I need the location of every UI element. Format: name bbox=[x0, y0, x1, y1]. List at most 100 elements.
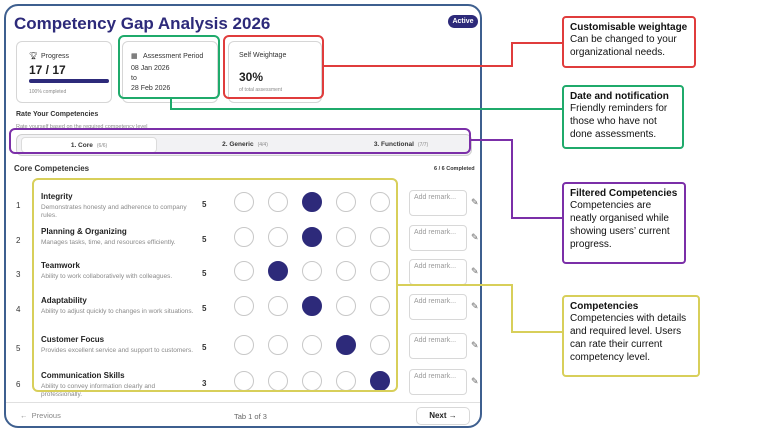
assessment-period-card: ▦ Assessment Period 08 Jan 2026 to 28 Feb… bbox=[122, 41, 218, 103]
required-level: 5 bbox=[202, 269, 207, 278]
callout-date: Date and notification Friendly reminders… bbox=[562, 85, 684, 149]
remark-input[interactable] bbox=[409, 369, 467, 395]
row-number: 1 bbox=[16, 201, 21, 210]
competency-name: Customer Focus bbox=[41, 335, 105, 344]
callout-competencies: Competencies Competencies with details a… bbox=[562, 295, 700, 377]
calendar-icon: ▦ bbox=[131, 53, 138, 60]
row-number: 6 bbox=[16, 380, 21, 389]
rating-option-4[interactable] bbox=[336, 192, 356, 212]
remark-input[interactable] bbox=[409, 225, 467, 251]
required-level: 5 bbox=[202, 200, 207, 209]
weightage-caption: of total assessment bbox=[239, 87, 283, 93]
rating-option-2[interactable] bbox=[268, 227, 288, 247]
competency-description: Demonstrates honesty and adherence to co… bbox=[41, 204, 187, 219]
pencil-icon[interactable]: ✎ bbox=[471, 340, 479, 350]
rating-option-5[interactable] bbox=[370, 296, 390, 316]
row-number: 2 bbox=[16, 236, 21, 245]
rating-option-2[interactable] bbox=[268, 296, 288, 316]
rating-option-3[interactable] bbox=[302, 335, 322, 355]
previous-button[interactable]: ← Previous bbox=[20, 411, 61, 420]
required-level: 3 bbox=[202, 379, 207, 388]
rating-option-4[interactable] bbox=[336, 371, 356, 391]
required-level: 5 bbox=[202, 304, 207, 313]
period-label: Assessment Period bbox=[143, 53, 204, 60]
tab-core[interactable]: 1. Core(6/6) bbox=[21, 137, 157, 153]
rating-option-2[interactable] bbox=[268, 371, 288, 391]
pencil-icon[interactable]: ✎ bbox=[471, 301, 479, 311]
required-level: 5 bbox=[202, 343, 207, 352]
row-number: 3 bbox=[16, 270, 21, 279]
status-badge: Active bbox=[448, 15, 478, 28]
remark-input[interactable] bbox=[409, 333, 467, 359]
progress-label: Progress bbox=[41, 53, 70, 60]
rating-option-2[interactable] bbox=[268, 192, 288, 212]
arrow-left-icon: ← bbox=[20, 411, 32, 420]
core-competencies-heading: Core Competencies bbox=[14, 164, 90, 173]
rating-option-4[interactable] bbox=[336, 227, 356, 247]
pencil-icon[interactable]: ✎ bbox=[471, 266, 479, 276]
rating-option-1[interactable] bbox=[234, 261, 254, 281]
rating-option-3[interactable] bbox=[302, 227, 322, 247]
self-weightage-card: Self Weightage 30% of total assessment bbox=[228, 41, 322, 103]
progress-caption: 100% completed bbox=[29, 89, 67, 95]
row-number: 4 bbox=[16, 305, 21, 314]
rating-option-3[interactable] bbox=[302, 192, 322, 212]
period-to: to bbox=[131, 75, 137, 82]
rating-option-2[interactable] bbox=[268, 335, 288, 355]
rating-option-5[interactable] bbox=[370, 335, 390, 355]
rating-option-5[interactable] bbox=[370, 192, 390, 212]
rating-option-4[interactable] bbox=[336, 261, 356, 281]
next-button[interactable]: Next → bbox=[416, 407, 470, 425]
competency-description: Ability to adjust quickly to changes in … bbox=[41, 308, 194, 315]
competency-name: Teamwork bbox=[41, 261, 80, 270]
tab-generic[interactable]: 2. Generic(4/4) bbox=[222, 141, 268, 148]
progress-card: 🏆︎Progress 17 / 17 100% completed bbox=[16, 41, 112, 103]
period-end: 28 Feb 2026 bbox=[131, 85, 171, 92]
competency-name: Adaptability bbox=[41, 296, 87, 305]
progress-bar-fill bbox=[29, 79, 109, 83]
rating-option-4[interactable] bbox=[336, 296, 356, 316]
completed-count: 6 / 6 Completed bbox=[434, 166, 475, 172]
rating-option-1[interactable] bbox=[234, 371, 254, 391]
rate-section-subtitle: Rate yourself based on the required comp… bbox=[16, 124, 148, 130]
rating-option-1[interactable] bbox=[234, 296, 254, 316]
remark-input[interactable] bbox=[409, 294, 467, 320]
rating-option-2[interactable] bbox=[268, 261, 288, 281]
tab-functional[interactable]: 3. Functional(7/7) bbox=[373, 141, 429, 148]
rating-option-5[interactable] bbox=[370, 371, 390, 391]
page-title: Competency Gap Analysis 2026 bbox=[14, 14, 271, 33]
rating-option-3[interactable] bbox=[302, 296, 322, 316]
pencil-icon[interactable]: ✎ bbox=[471, 376, 479, 386]
weightage-label: Self Weightage bbox=[239, 52, 287, 59]
tab-indicator: Tab 1 of 3 bbox=[234, 412, 267, 421]
rating-option-1[interactable] bbox=[234, 335, 254, 355]
rating-option-3[interactable] bbox=[302, 261, 322, 281]
competency-name: Integrity bbox=[41, 192, 73, 201]
competency-description: Manages tasks, time, and resources effic… bbox=[41, 239, 176, 246]
remark-input[interactable] bbox=[409, 190, 467, 216]
competency-description: Ability to work collaboratively with col… bbox=[41, 273, 173, 280]
callout-filtered: Filtered Competencies Competencies are n… bbox=[562, 182, 686, 264]
required-level: 5 bbox=[202, 235, 207, 244]
rating-option-1[interactable] bbox=[234, 227, 254, 247]
pencil-icon[interactable]: ✎ bbox=[471, 232, 479, 242]
rating-option-4[interactable] bbox=[336, 335, 356, 355]
weightage-value: 30% bbox=[239, 70, 264, 84]
rating-option-3[interactable] bbox=[302, 371, 322, 391]
callout-weightage: Customisable weightage Can be changed to… bbox=[562, 16, 696, 68]
rating-option-5[interactable] bbox=[370, 261, 390, 281]
competency-name: Planning & Organizing bbox=[41, 227, 127, 236]
row-number: 5 bbox=[16, 344, 21, 353]
trophy-icon: 🏆︎ bbox=[29, 53, 38, 60]
period-start: 08 Jan 2026 bbox=[131, 65, 170, 72]
rating-option-1[interactable] bbox=[234, 192, 254, 212]
remark-input[interactable] bbox=[409, 259, 467, 285]
competency-tabs: 1. Core(6/6) 2. Generic(4/4) 3. Function… bbox=[16, 134, 472, 156]
pencil-icon[interactable]: ✎ bbox=[471, 197, 479, 207]
rating-option-5[interactable] bbox=[370, 227, 390, 247]
